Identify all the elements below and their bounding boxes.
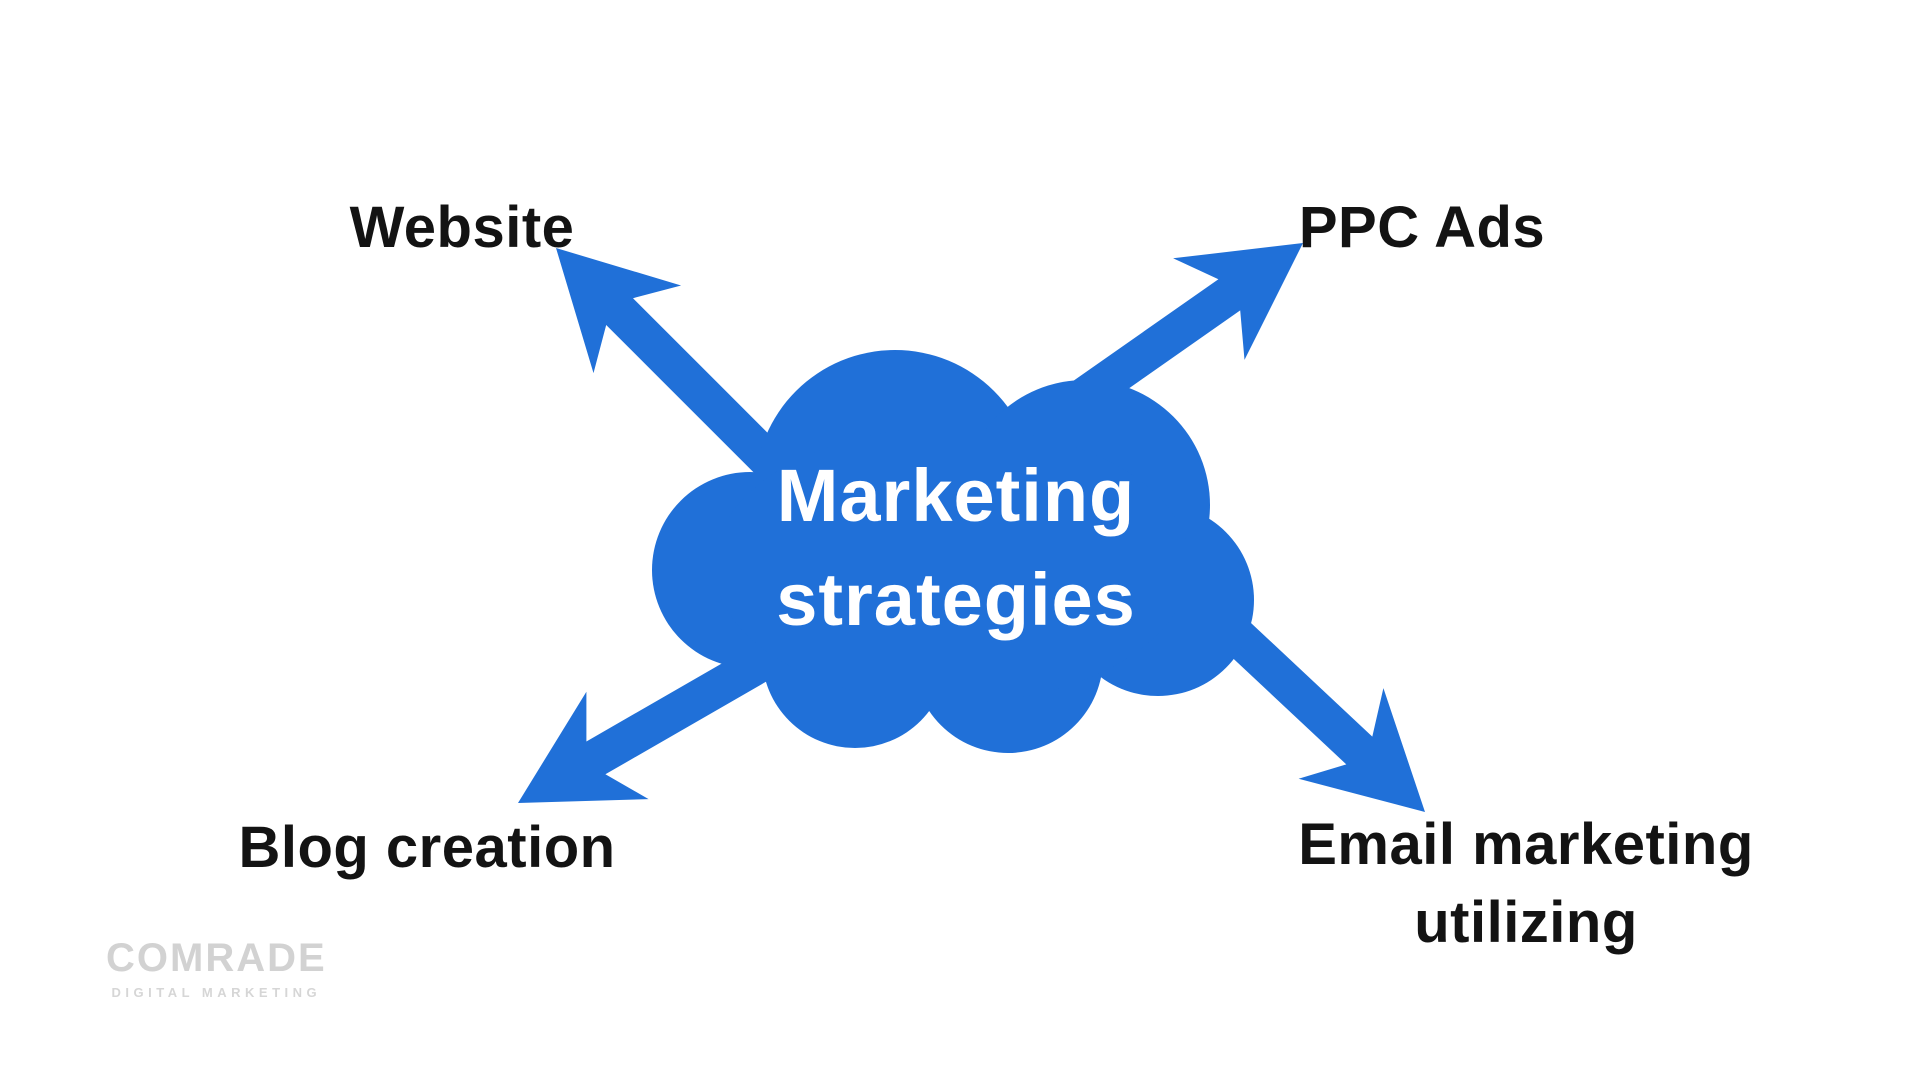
logo-tagline: DIGITAL MARKETING bbox=[111, 985, 322, 1000]
cloud-shape bbox=[652, 350, 1254, 753]
node-label-email-marketing-line2: utilizing bbox=[1414, 890, 1638, 955]
logo-wordmark: COMRADE bbox=[106, 936, 327, 980]
node-label-email-marketing: Email marketing utilizing bbox=[1298, 806, 1754, 962]
node-label-website: Website bbox=[349, 195, 575, 260]
central-topic-line2: strategies bbox=[776, 558, 1136, 641]
central-topic: Marketing strategies bbox=[776, 444, 1136, 652]
node-label-email-marketing-line1: Email marketing bbox=[1298, 812, 1754, 877]
cloud-body bbox=[714, 427, 1190, 703]
node-label-ppc-ads: PPC Ads bbox=[1298, 195, 1546, 260]
node-label-blog-creation: Blog creation bbox=[238, 815, 616, 880]
comrade-logo: COMRADE DIGITAL MARKETING bbox=[106, 938, 327, 999]
central-topic-line1: Marketing bbox=[776, 454, 1136, 537]
